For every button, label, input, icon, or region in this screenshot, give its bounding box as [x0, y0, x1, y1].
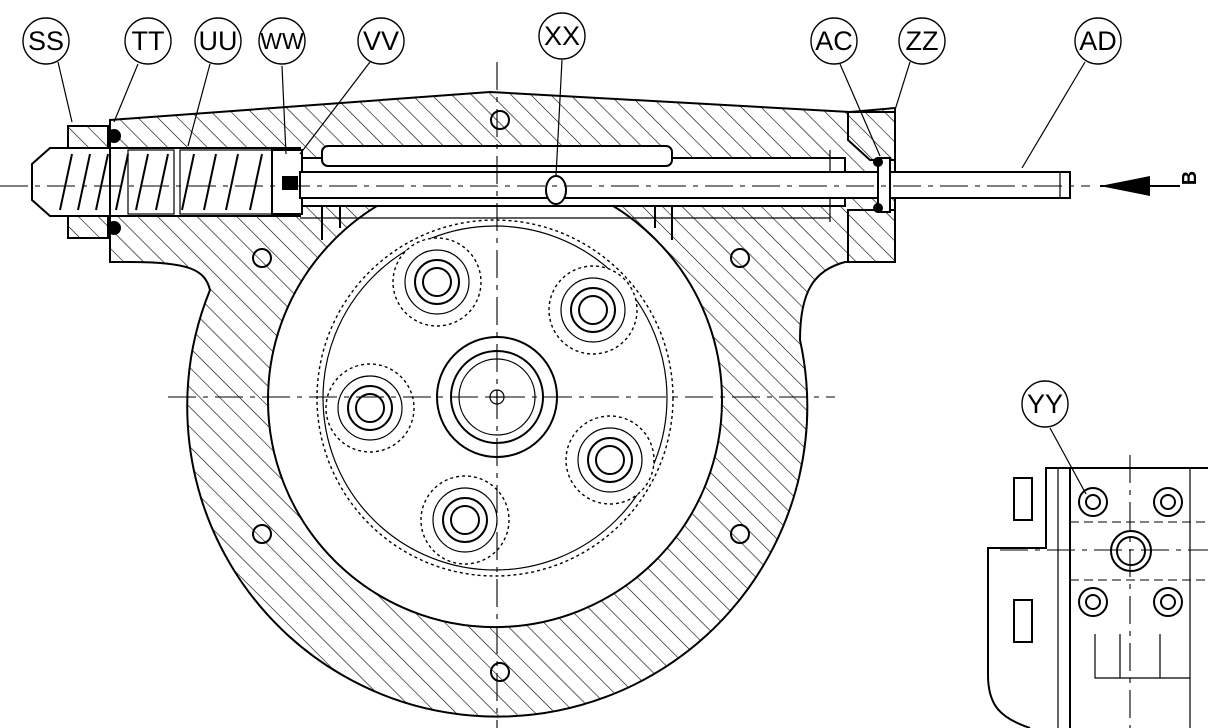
svg-text:VV: VV — [363, 26, 399, 56]
callout-zz: ZZ — [898, 17, 946, 65]
bolt-holes — [252, 110, 750, 682]
callout-xx: XX — [538, 12, 586, 60]
callout-yy: YY — [1021, 380, 1069, 428]
planet-gear-1 — [392, 237, 482, 327]
svg-text:YY: YY — [1027, 389, 1063, 419]
callout-vv: VV — [357, 17, 405, 65]
center-lines — [0, 62, 1090, 728]
planet-gears — [325, 237, 655, 565]
callout-uu: UU — [194, 17, 242, 65]
callout-ww: WW — [258, 17, 306, 65]
planet-gear-3 — [325, 363, 415, 453]
callout-ss: SS — [22, 17, 70, 65]
view-arrow-label: B — [1179, 171, 1201, 185]
svg-text:WW: WW — [260, 28, 304, 54]
push-rod — [299, 171, 1071, 199]
leader-lines — [57, 59, 1087, 495]
planet-gear-5 — [420, 475, 510, 565]
compression-spring — [59, 153, 263, 211]
svg-text:AC: AC — [815, 26, 853, 56]
callout-ac: AC — [810, 17, 858, 65]
pin — [545, 175, 567, 205]
detail-view — [987, 455, 1208, 728]
svg-text:XX: XX — [544, 21, 580, 51]
svg-text:UU: UU — [199, 26, 238, 56]
svg-text:ZZ: ZZ — [906, 26, 939, 56]
callout-ad: AD — [1074, 17, 1122, 65]
callouts: SS TT UU WW VV XX AC ZZ — [22, 12, 1122, 428]
planet-gear-4 — [565, 415, 655, 505]
planet-gear-2 — [548, 265, 638, 355]
svg-text:TT: TT — [132, 26, 165, 56]
view-arrow-b: B — [1100, 171, 1201, 196]
spring-plug-assembly — [31, 125, 303, 239]
svg-text:AD: AD — [1079, 26, 1117, 56]
svg-text:SS: SS — [28, 26, 64, 56]
callout-tt: TT — [124, 17, 172, 65]
